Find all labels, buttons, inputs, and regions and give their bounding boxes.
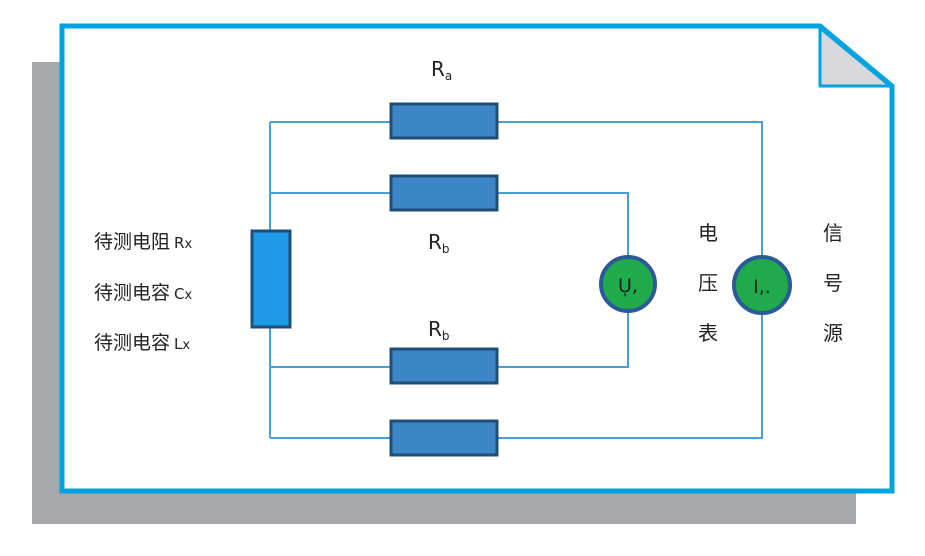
current-symbol: I,. <box>753 276 771 298</box>
resistor-ra <box>389 102 499 140</box>
resistor-bottom <box>389 419 499 457</box>
voltmeter-symbol: U̩, <box>618 275 638 297</box>
voltmeter-caption-char: 压 <box>698 271 718 295</box>
resistor-rb-top <box>389 174 499 212</box>
source-caption-char: 信 <box>823 221 843 245</box>
voltmeter-caption-char: 表 <box>698 321 718 345</box>
label-ra: Ra <box>431 57 452 83</box>
wire-top-ra <box>270 121 763 255</box>
dut-component <box>250 229 292 329</box>
circle-source-icon: I,. <box>732 255 792 315</box>
wire-rb-top <box>270 192 629 258</box>
voltmeter-caption: 电 压 表 <box>698 221 718 345</box>
folded-corner <box>818 24 895 88</box>
circle-meter-icon: U̩, <box>599 255 657 313</box>
wire-rb-bottom <box>270 312 629 368</box>
voltmeter-caption-char: 电 <box>698 221 718 245</box>
source-caption-char: 号 <box>823 271 843 295</box>
source-caption-char: 源 <box>823 321 843 345</box>
source-caption: 信 号 源 <box>823 221 843 345</box>
resistor-rb-bottom <box>389 347 499 385</box>
wires <box>269 121 763 439</box>
label-rb-top: Rb <box>428 230 450 256</box>
wire-bottom <box>270 314 763 439</box>
label-rb-bottom: Rb <box>428 317 450 343</box>
